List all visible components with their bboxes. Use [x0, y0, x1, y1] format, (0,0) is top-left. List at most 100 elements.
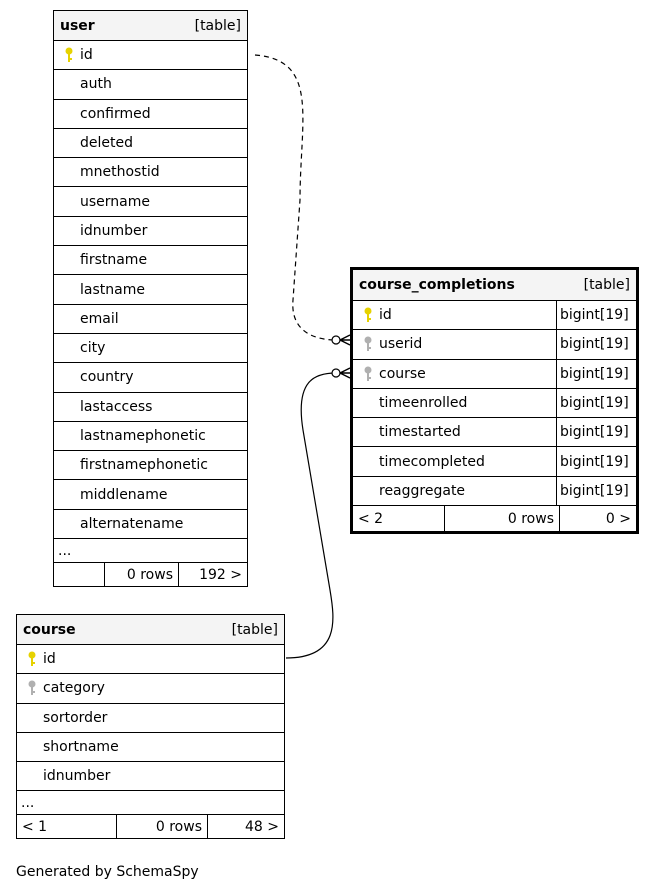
column-row-username[interactable]: username: [54, 187, 247, 217]
column-name: timecompleted: [379, 453, 485, 470]
children-count[interactable]: 0 >: [605, 510, 631, 527]
column-row-timestarted[interactable]: timestarted bigint[19]: [353, 418, 636, 448]
column-name: category: [43, 680, 105, 697]
column-name: deleted: [80, 135, 133, 152]
more-columns-ellipsis: ...: [54, 539, 247, 564]
column-name: confirmed: [80, 105, 151, 122]
column-type: bigint[19]: [556, 388, 636, 418]
column-name: reaggregate: [379, 482, 466, 499]
foreign-key-icon: [357, 335, 379, 353]
column-name: idnumber: [80, 222, 148, 239]
table-footer: 0 rows 192 >: [54, 563, 247, 587]
column-row-email[interactable]: email: [54, 305, 247, 334]
column-row-idnumber[interactable]: idnumber: [54, 217, 247, 247]
parents-count[interactable]: < 1: [17, 815, 117, 839]
column-name: id: [379, 307, 392, 324]
parents-count[interactable]: [54, 563, 105, 587]
column-type: bigint[19]: [556, 301, 636, 330]
course-completions-table-header: course_completions [table]: [353, 270, 636, 301]
column-name: alternatename: [80, 515, 184, 532]
children-count[interactable]: 192 >: [199, 566, 242, 583]
column-row-userid[interactable]: userid bigint[19]: [353, 330, 636, 360]
column-row-firstnamephonetic[interactable]: firstnamephonetic: [54, 451, 247, 481]
column-name: lastaccess: [80, 398, 153, 415]
column-row-lastaccess[interactable]: lastaccess: [54, 393, 247, 422]
column-name: auth: [80, 76, 112, 93]
column-row-timecompleted[interactable]: timecompleted bigint[19]: [353, 447, 636, 477]
column-name: timestarted: [379, 424, 461, 441]
column-row-lastname[interactable]: lastname: [54, 275, 247, 305]
column-name: email: [80, 310, 119, 327]
column-row-auth[interactable]: auth: [54, 70, 247, 100]
table-type-tag: [table]: [231, 621, 278, 638]
course-to-course-completions-link: [285, 372, 337, 659]
column-row-lastnamephonetic[interactable]: lastnamephonetic: [54, 422, 247, 452]
column-name: city: [80, 340, 106, 357]
zero-cardinality-marker: [331, 335, 341, 345]
column-row-sortorder[interactable]: sortorder: [17, 704, 284, 733]
user-table-header: user [table]: [54, 11, 247, 41]
column-name: shortname: [43, 739, 119, 756]
column-row-reaggregate[interactable]: reaggregate bigint[19]: [353, 476, 636, 507]
generated-by-caption: Generated by SchemaSpy: [16, 864, 199, 880]
column-row-category[interactable]: category: [17, 674, 284, 704]
column-row-id[interactable]: id: [17, 645, 284, 675]
primary-key-icon: [357, 306, 379, 324]
column-name: idnumber: [43, 768, 111, 785]
column-row-id[interactable]: id bigint[19]: [353, 301, 636, 331]
column-row-deleted[interactable]: deleted: [54, 129, 247, 159]
column-type: bigint[19]: [556, 476, 636, 506]
user-to-course-completions-link: [254, 54, 337, 341]
zero-cardinality-marker: [331, 368, 341, 378]
primary-key-icon: [58, 46, 80, 64]
parents-count[interactable]: < 2: [353, 506, 445, 532]
column-row-id[interactable]: id: [54, 41, 247, 71]
column-type: bigint[19]: [556, 447, 636, 476]
column-name: username: [80, 193, 150, 210]
column-row-city[interactable]: city: [54, 334, 247, 364]
column-type: bigint[19]: [556, 330, 636, 359]
column-name: firstname: [80, 252, 148, 269]
column-name: sortorder: [43, 709, 108, 726]
column-row-firstname[interactable]: firstname: [54, 246, 247, 276]
foreign-key-icon: [21, 679, 43, 697]
crows-foot-marker: [339, 334, 351, 346]
column-type: bigint[19]: [556, 418, 636, 447]
primary-key-icon: [21, 650, 43, 668]
row-count: 0 rows: [105, 563, 179, 587]
column-name: lastname: [80, 281, 145, 298]
user-table[interactable]: user [table] id auth confirmed deleted mneth…: [53, 10, 248, 588]
column-row-idnumber[interactable]: idnumber: [17, 762, 284, 792]
column-row-alternatename[interactable]: alternatename: [54, 510, 247, 540]
column-row-country[interactable]: country: [54, 363, 247, 393]
column-name: mnethostid: [80, 164, 160, 181]
column-row-mnethostid[interactable]: mnethostid: [54, 158, 247, 188]
column-row-shortname[interactable]: shortname: [17, 733, 284, 763]
table-type-tag: [table]: [583, 277, 630, 293]
course-table-header: course [table]: [17, 615, 284, 645]
column-name: firstnamephonetic: [80, 457, 208, 474]
column-type: bigint[19]: [556, 359, 636, 388]
foreign-key-icon: [357, 365, 379, 383]
column-row-middlename[interactable]: middlename: [54, 480, 247, 510]
crows-foot-marker: [339, 367, 351, 379]
more-columns-ellipsis: ...: [17, 791, 284, 816]
table-name: user: [60, 17, 95, 34]
column-row-timeenrolled[interactable]: timeenrolled bigint[19]: [353, 388, 636, 419]
table-type-tag: [table]: [194, 17, 241, 34]
table-footer: < 1 0 rows 48 >: [17, 815, 284, 839]
course-table[interactable]: course [table] id category sortorder shortn…: [16, 614, 285, 840]
column-name: id: [43, 651, 56, 668]
table-footer: < 2 0 rows 0 >: [353, 506, 636, 532]
column-name: timeenrolled: [379, 395, 468, 412]
table-name: course_completions: [359, 277, 515, 293]
table-name: course: [23, 621, 76, 638]
children-count[interactable]: 48 >: [245, 818, 279, 835]
column-name: id: [80, 47, 93, 64]
column-name: middlename: [80, 486, 168, 503]
column-row-confirmed[interactable]: confirmed: [54, 100, 247, 129]
column-name: userid: [379, 336, 423, 353]
